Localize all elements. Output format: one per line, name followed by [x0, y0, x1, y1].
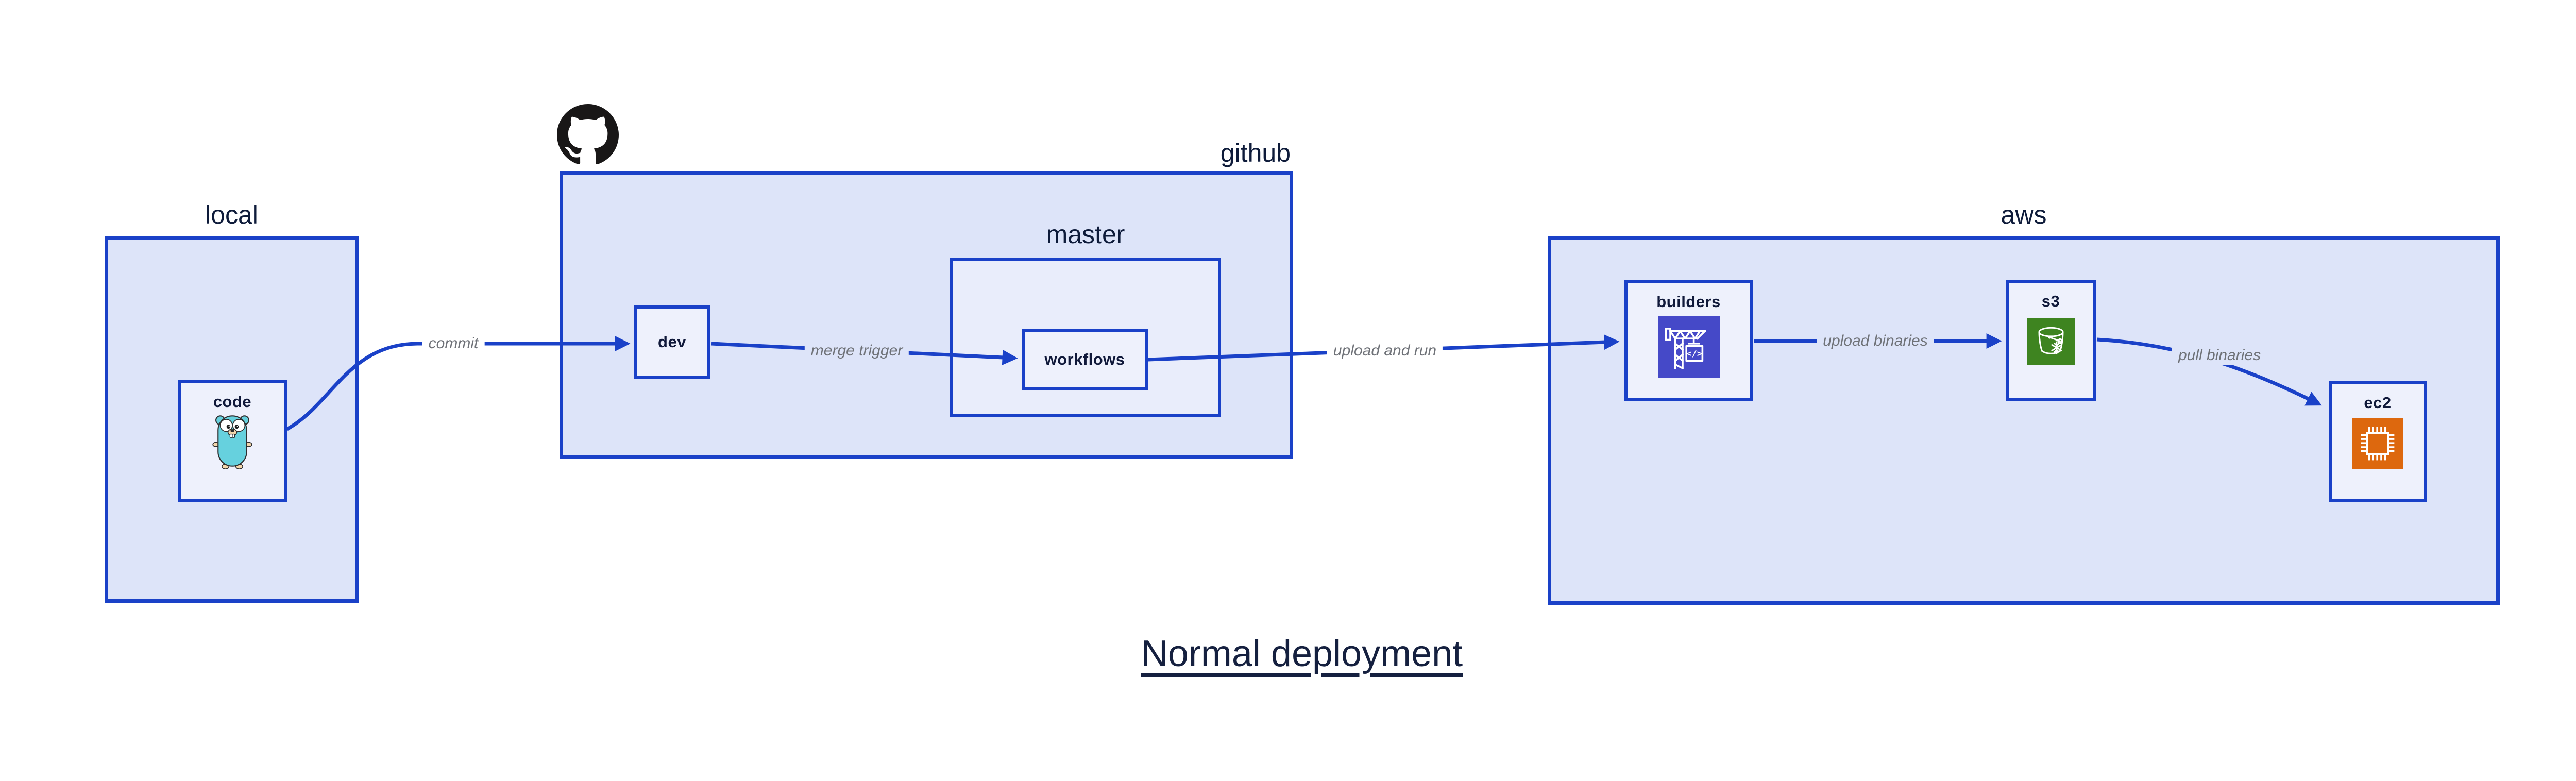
- code-node: code: [178, 380, 287, 502]
- diagram-title: Normal deployment: [0, 633, 2576, 675]
- github-octocat-logo-icon: [556, 104, 619, 168]
- dev-node-label: dev: [658, 333, 686, 351]
- s3-node: s3: [2006, 280, 2096, 401]
- github-group-label: github: [1220, 139, 1291, 167]
- builders-node: builders </>: [1624, 280, 1753, 401]
- workflows-node: workflows: [1022, 329, 1148, 390]
- commit-arrow: [286, 336, 631, 431]
- s3-bucket-icon: [2027, 318, 2075, 365]
- aws-group-label: aws: [2001, 200, 2047, 229]
- ec2-chip-icon: [2352, 418, 2403, 469]
- master-branch-label: master: [1046, 220, 1125, 249]
- commit-edge-label: commit: [422, 334, 485, 353]
- local-group-label: local: [205, 200, 258, 229]
- go-gopher-icon: [212, 415, 252, 470]
- ec2-node: ec2: [2329, 381, 2427, 502]
- pull-binaries-edge-label: pull binaries: [2172, 346, 2267, 365]
- ec2-node-label: ec2: [2364, 394, 2392, 412]
- dev-branch-node: dev: [634, 305, 710, 379]
- svg-text:</>: </>: [1686, 348, 1702, 359]
- merge-trigger-edge-label: merge trigger: [804, 341, 909, 361]
- diagram-title-text: Normal deployment: [1141, 633, 1463, 674]
- s3-node-label: s3: [2041, 292, 2060, 310]
- upload-and-run-edge-label: upload and run: [1327, 341, 1443, 361]
- workflows-node-label: workflows: [1044, 350, 1125, 368]
- builders-node-label: builders: [1656, 293, 1721, 311]
- code-node-label: code: [213, 393, 252, 411]
- codebuild-crane-icon: </>: [1657, 316, 1720, 378]
- upload-binaries-edge-label: upload binaries: [1817, 331, 1934, 351]
